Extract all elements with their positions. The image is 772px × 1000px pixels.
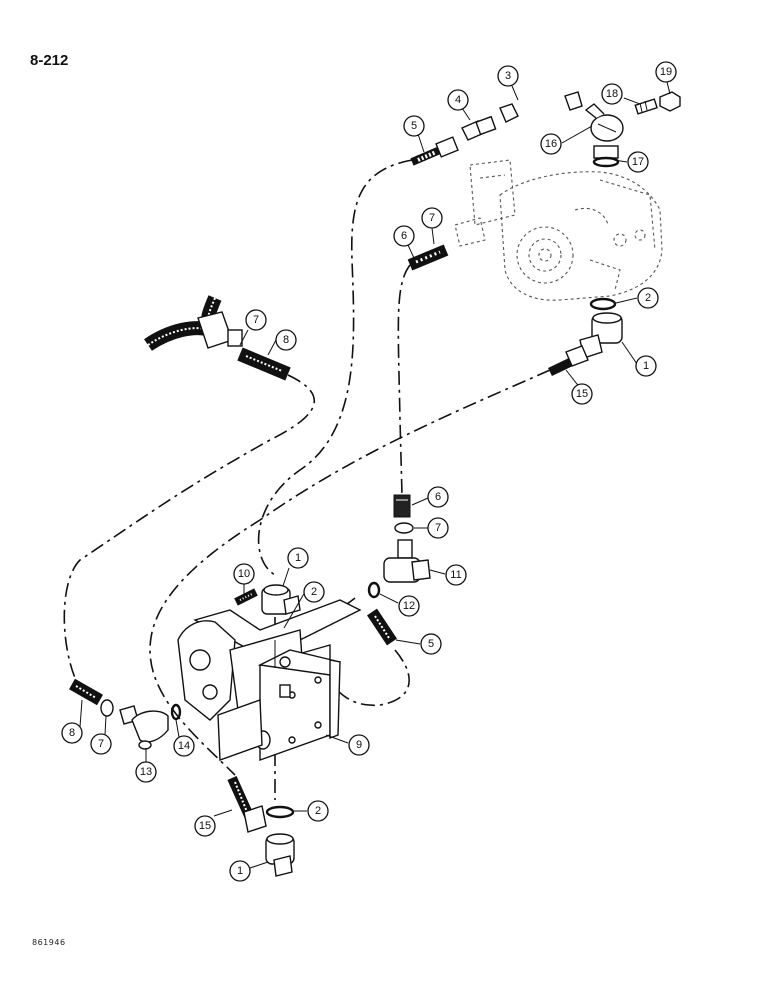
callout-15-upper: 15 — [571, 383, 593, 405]
page-number: 8-212 — [30, 52, 69, 69]
part-15-hose-end-upper — [548, 345, 589, 377]
part-5-hose-end-lower — [367, 608, 397, 646]
part-1-elbow-upper — [579, 312, 623, 359]
callout-1-middle: 1 — [287, 547, 309, 569]
callout-14: 14 — [173, 735, 195, 757]
svg-text:13: 13 — [140, 766, 152, 778]
callout-4: 4 — [447, 89, 469, 111]
svg-text:11: 11 — [450, 569, 461, 581]
svg-text:14: 14 — [178, 740, 190, 752]
svg-text:19: 19 — [660, 66, 672, 78]
part-19-cap — [659, 91, 681, 112]
svg-text:2: 2 — [315, 805, 321, 817]
callout-5-lower: 5 — [420, 633, 442, 655]
svg-text:6: 6 — [435, 491, 441, 503]
svg-text:12: 12 — [403, 600, 415, 612]
part-11-elbow — [383, 539, 431, 583]
svg-text:15: 15 — [576, 388, 588, 400]
part-5-hose-end-upper — [410, 136, 459, 166]
part-8-sleeve-lower — [69, 678, 103, 706]
part-18-connector — [634, 98, 658, 115]
svg-text:7: 7 — [253, 314, 259, 326]
callout-6-upper: 6 — [393, 225, 415, 247]
callout-5-upper: 5 — [403, 115, 425, 137]
svg-text:7: 7 — [98, 738, 104, 750]
callout-8-lower: 8 — [61, 722, 83, 744]
svg-text:1: 1 — [295, 552, 301, 564]
callout-2-upper: 2 — [637, 287, 659, 309]
part-12-o-ring — [367, 581, 381, 599]
callout-17: 17 — [627, 151, 649, 173]
callouts: 19 18 3 4 5 16 17 6 7 7 8 2 1 15 6 7 11 … — [61, 61, 677, 882]
figure-code: 861946 — [32, 938, 66, 947]
svg-text:8: 8 — [283, 334, 289, 346]
part-y-hose — [144, 295, 291, 381]
part-14-o-ring — [170, 703, 182, 721]
svg-text:4: 4 — [455, 94, 461, 106]
callout-15-lower: 15 — [194, 815, 216, 837]
part-15-hose-end-lower — [227, 775, 267, 833]
part-1-elbow-lower — [265, 833, 295, 877]
callout-7-upper: 7 — [421, 207, 443, 229]
svg-text:5: 5 — [411, 120, 417, 132]
part-10-bolt — [234, 588, 258, 606]
part-2-o-ring-upper — [589, 297, 617, 311]
svg-text:6: 6 — [401, 230, 407, 242]
callout-12: 12 — [398, 595, 420, 617]
part-3-tube — [499, 91, 583, 123]
callout-19: 19 — [655, 61, 677, 83]
svg-text:2: 2 — [645, 292, 651, 304]
part-4-adapter — [461, 115, 497, 141]
svg-text:2: 2 — [311, 586, 317, 598]
callout-13: 13 — [135, 761, 157, 783]
part-16-elbow — [584, 103, 624, 142]
callout-7-lower-left: 7 — [90, 733, 112, 755]
valve-block-assembly — [177, 599, 362, 761]
hose-routes — [63, 159, 551, 800]
part-17-o-ring — [592, 145, 620, 168]
callout-6-lower: 6 — [427, 486, 449, 508]
part-13-elbow — [119, 705, 169, 750]
part-7-ferrule-lower — [394, 522, 414, 534]
callout-7-lower: 7 — [427, 517, 449, 539]
callout-3: 3 — [497, 65, 519, 87]
svg-text:7: 7 — [429, 212, 435, 224]
svg-text:9: 9 — [356, 739, 362, 751]
svg-text:16: 16 — [545, 138, 557, 150]
part-1-elbow-middle — [261, 584, 301, 615]
svg-text:1: 1 — [643, 360, 649, 372]
svg-text:18: 18 — [606, 88, 618, 100]
callout-7-y-hose: 7 — [245, 309, 267, 331]
svg-text:8: 8 — [69, 727, 75, 739]
svg-text:3: 3 — [505, 70, 511, 82]
callout-9: 9 — [348, 734, 370, 756]
svg-text:1: 1 — [237, 865, 243, 877]
part-7-ferrule-lower-left — [100, 699, 114, 717]
callout-18: 18 — [601, 83, 623, 105]
part-6-sleeve-lower — [393, 494, 411, 518]
callout-2-lower: 2 — [307, 800, 329, 822]
callout-1-lower: 1 — [229, 860, 251, 882]
svg-text:15: 15 — [199, 820, 211, 832]
callout-1-upper: 1 — [635, 355, 657, 377]
callout-16: 16 — [540, 133, 562, 155]
callout-11: 11 — [445, 564, 467, 586]
svg-text:17: 17 — [632, 156, 644, 168]
svg-text:10: 10 — [238, 568, 250, 580]
callout-10: 10 — [233, 563, 255, 585]
callout-8-y-hose: 8 — [275, 329, 297, 351]
svg-text:7: 7 — [435, 522, 441, 534]
part-2-o-ring-lower — [265, 805, 295, 819]
upper-pump-ghost — [454, 159, 663, 301]
svg-text:5: 5 — [428, 638, 434, 650]
callout-2-middle: 2 — [303, 581, 325, 603]
part-6-7-upper-sleeve — [407, 244, 449, 271]
